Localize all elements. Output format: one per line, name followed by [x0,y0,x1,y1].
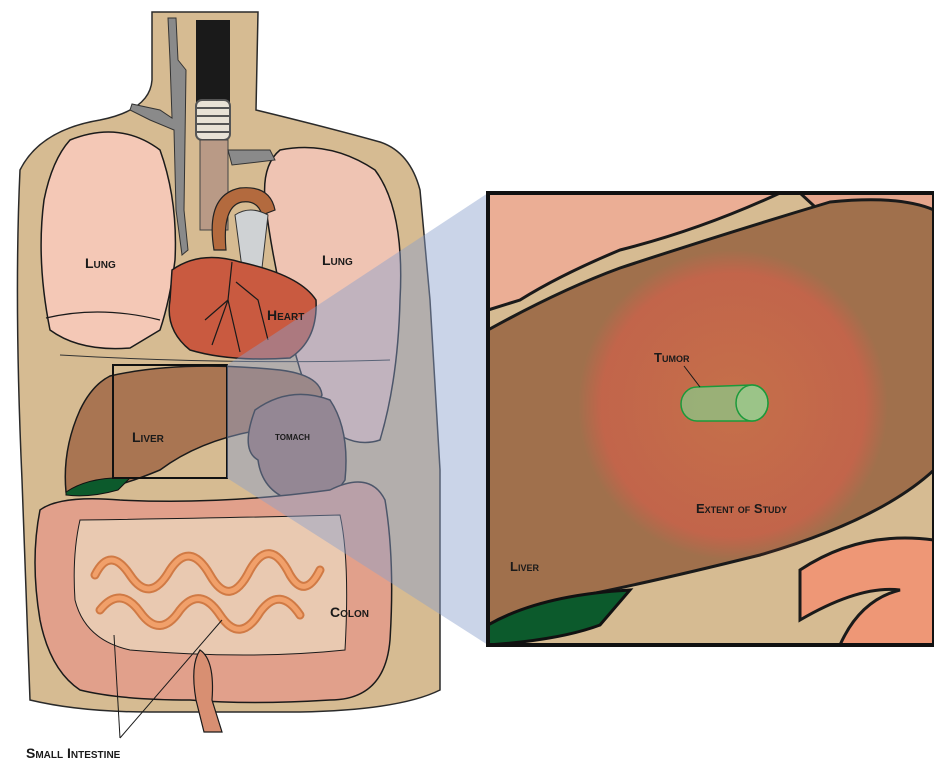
label-heart: Heart [267,307,304,323]
label-inset-liver: Liver [510,559,539,574]
zoom-inset [488,193,934,645]
label-colon: Colon [330,604,369,620]
lung-left [41,132,175,349]
tumor-cylinder [681,385,768,421]
label-stomach: tomach [275,429,310,443]
label-small-intestine: Small Intestine [26,745,121,761]
label-tumor: Tumor [654,350,690,365]
label-lung-left: Lung [85,255,116,271]
label-lung-right: Lung [322,252,353,268]
label-extent-of-study: Extent of Study [696,501,787,516]
label-liver: Liver [132,429,165,445]
trachea-rings [196,100,230,140]
